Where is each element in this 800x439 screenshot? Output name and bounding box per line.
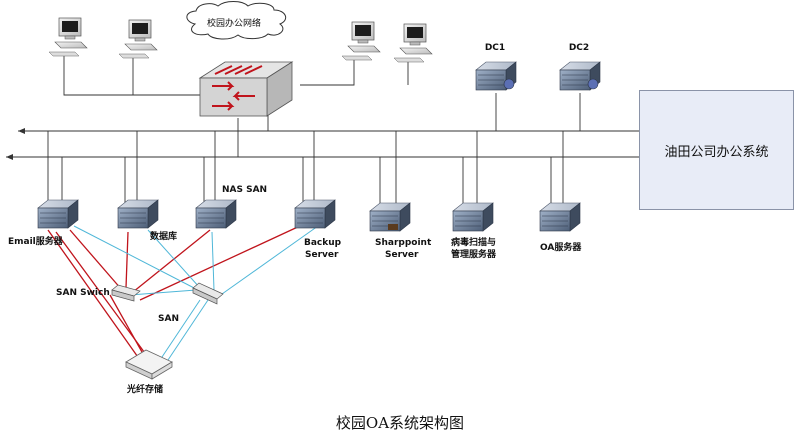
sharepoint-label-1: Sharppoint: [375, 238, 432, 248]
network-connections: [47, 55, 581, 208]
email-server-label: Email服务器: [8, 237, 63, 247]
diagram-caption: 校园OA系统架构图: [335, 414, 465, 432]
workstation-icon: [118, 19, 158, 59]
workstation-icon: [393, 23, 433, 63]
sharepoint-server-icon: [369, 202, 411, 232]
storage-label: 光纤存储: [127, 385, 164, 395]
sharepoint-label-2: Server: [385, 250, 419, 260]
oa-system-label: 油田公司办公系统: [664, 144, 769, 160]
san-switch-icon: [192, 282, 224, 305]
dc1-label: DC1: [484, 43, 506, 53]
core-switch-icon: [198, 61, 294, 117]
oa-system-box: 油田公司办公系统: [639, 90, 794, 210]
san-switch-icon: [111, 284, 141, 302]
oa-server-icon: [539, 202, 581, 232]
cloud-label: 校园办公网络: [206, 19, 261, 29]
san-links-red: [47, 224, 303, 361]
backup-label-1: Backup: [304, 238, 342, 248]
antivirus-label-1: 病毒扫描与: [451, 238, 497, 248]
fiber-storage-icon: [125, 349, 173, 380]
campus-network-cloud: [186, 1, 287, 40]
network-backbone: [5, 128, 655, 160]
domain-controller-1-icon: [475, 61, 517, 91]
workstation-icon: [48, 17, 88, 57]
antivirus-label-2: 管理服务器: [451, 250, 497, 260]
email-server-icon: [37, 199, 79, 229]
antivirus-server-icon: [452, 202, 494, 232]
backup-label-2: Server: [305, 250, 339, 260]
san-label: SAN: [158, 314, 179, 324]
san-links-cyan: [73, 225, 319, 361]
san-switch-label: SAN Swich: [56, 288, 110, 298]
nas-server-icon: [195, 199, 237, 229]
oa-server-label: OA服务器: [540, 243, 582, 253]
database-server-icon: [117, 199, 159, 229]
backup-server-icon: [294, 199, 336, 229]
workstation-icon: [341, 21, 381, 61]
database-label: 数据库: [150, 232, 178, 242]
domain-controller-2-icon: [559, 61, 601, 91]
dc2-label: DC2: [568, 43, 590, 53]
nas-san-label: NAS SAN: [222, 185, 268, 195]
